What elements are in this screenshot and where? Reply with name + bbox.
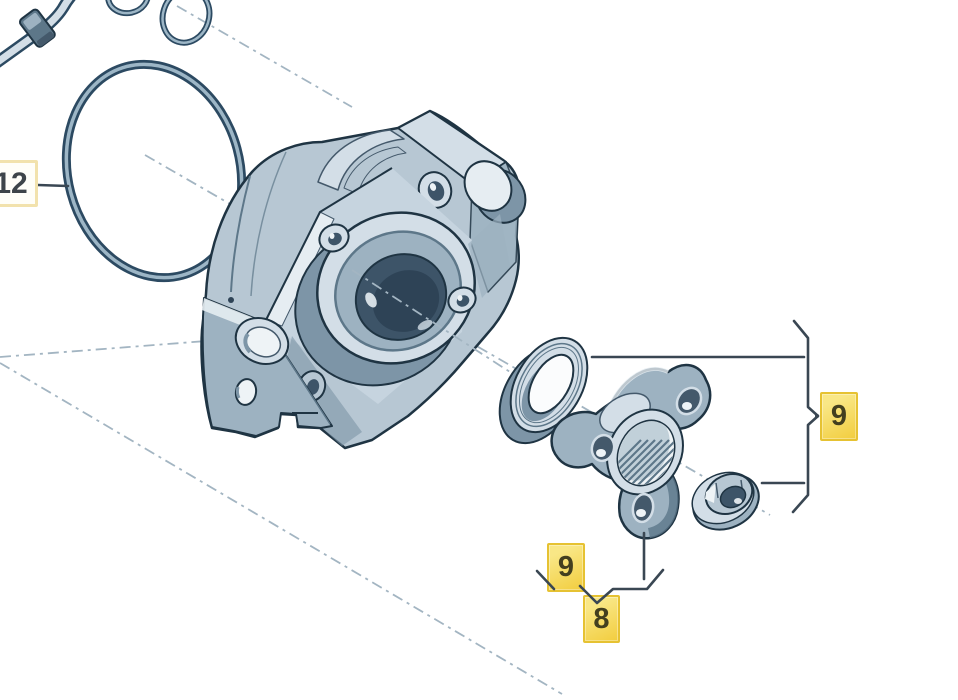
retaining-ring-right-core	[161, 0, 211, 44]
hose-clip	[18, 8, 56, 48]
nut-facet-highlight	[705, 483, 716, 503]
housing-dome-arc-2	[250, 151, 287, 297]
flange-hole-upper	[675, 386, 703, 416]
shaft-seal[interactable]	[484, 324, 604, 457]
callout-9-right-label: 9	[830, 400, 848, 432]
bolt-hole-top-glint	[429, 183, 437, 191]
callout-9-bottom[interactable]: 9	[547, 543, 585, 592]
hub-bore-glint-bottom	[417, 319, 433, 331]
seal-bore	[527, 353, 575, 415]
plate-pin-hole	[228, 297, 234, 303]
seal-groove-1	[515, 342, 583, 428]
housing-front-edges	[265, 167, 393, 321]
housing-dome-arc	[230, 175, 251, 293]
bolt-hole-right	[447, 286, 477, 314]
axis-line-bore-overlay	[351, 269, 511, 373]
flange-top-highlight	[610, 366, 669, 403]
sensor-hose-with-clip[interactable]	[0, 0, 78, 68]
callout-8-bottom-label: 8	[593, 602, 610, 635]
hub-bore-inner	[372, 270, 440, 332]
bolt-hole-left	[318, 223, 350, 253]
hub-bore-glint-left	[365, 292, 377, 308]
flange-edge-shade	[648, 470, 679, 538]
drive-flange[interactable]	[550, 363, 712, 540]
nut-bore-glint	[734, 498, 742, 504]
callout-9-bottom-label: 9	[557, 551, 575, 583]
seal-groove-2	[518, 346, 580, 424]
plate-hole-counterbored	[234, 317, 290, 365]
leader-12	[36, 183, 70, 188]
flange-hole-bottom	[631, 492, 655, 524]
o-ring-core	[64, 62, 244, 280]
callout-9-right[interactable]: 9	[820, 392, 858, 441]
callout-12-label: 12	[0, 166, 28, 200]
callout-12[interactable]: 12	[0, 160, 38, 207]
bolt-hole-bottom	[297, 370, 327, 402]
retaining-ring-left-core	[106, 0, 150, 15]
callout-8-bottom[interactable]: 8	[583, 595, 620, 643]
axis-line-left-upper	[0, 336, 259, 358]
housing-ring-stack	[317, 129, 405, 191]
bracket-right-dot	[815, 414, 819, 418]
flange-hole-left	[590, 433, 616, 463]
plate-hole-small	[234, 378, 258, 406]
housing-ring-stack-inner	[343, 146, 407, 195]
flange-nut[interactable]	[684, 463, 768, 540]
mounting-plate	[201, 297, 333, 437]
leader-lines	[36, 183, 820, 514]
retaining-rings[interactable]	[105, 0, 216, 49]
housing-right-shade	[468, 214, 510, 298]
housing-boss-face	[463, 160, 513, 212]
o-ring[interactable]	[43, 44, 265, 297]
wheel-bearing-housing[interactable]	[200, 109, 535, 450]
